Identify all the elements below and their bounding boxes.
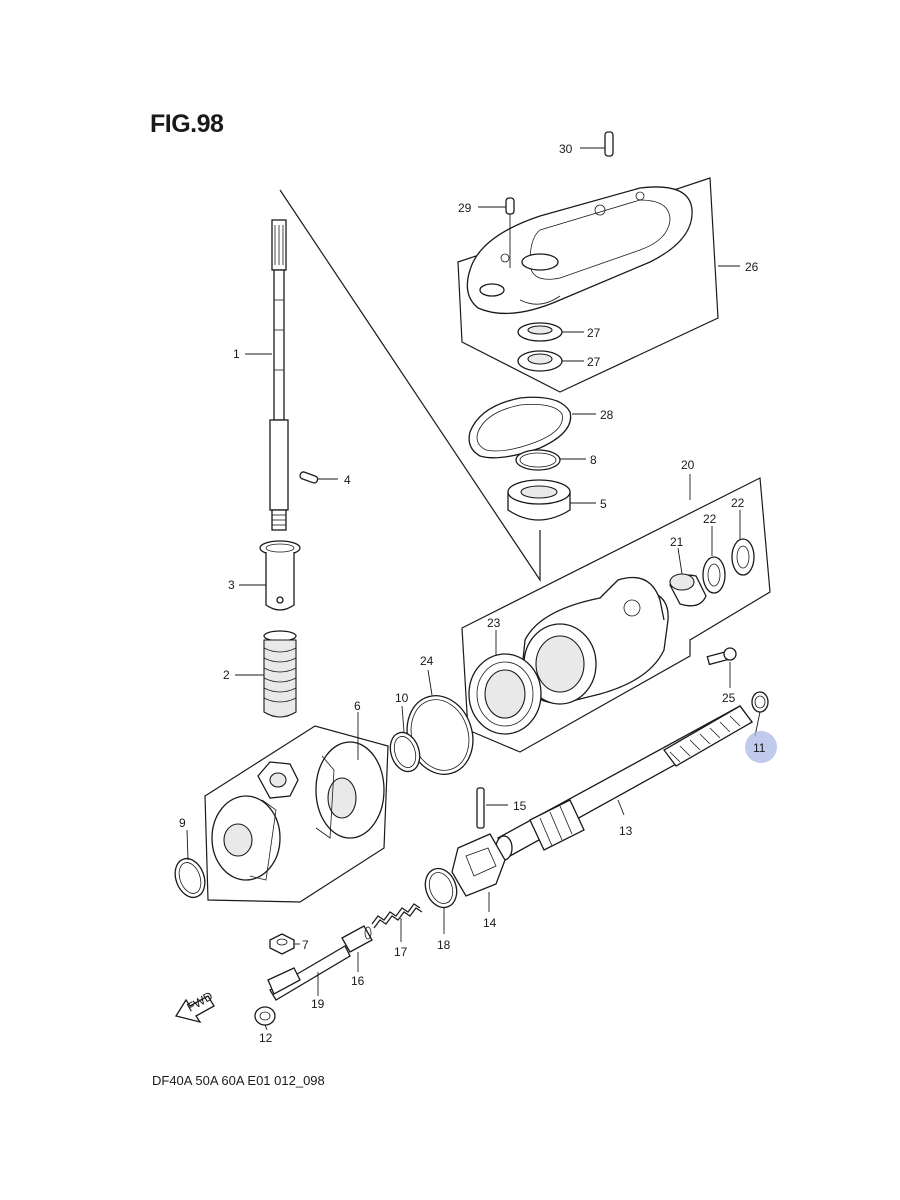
- part-11-snap-ring[interactable]: [751, 691, 769, 713]
- callout-13: 13: [619, 824, 633, 838]
- callout-23: 23: [487, 616, 501, 630]
- part-30-pin[interactable]: [604, 131, 614, 157]
- figure-title: FIG.98: [150, 110, 224, 138]
- callout-2: 2: [223, 668, 230, 682]
- part-29-pin[interactable]: [505, 197, 515, 215]
- callout-30: 30: [559, 142, 573, 156]
- callout-14: 14: [483, 916, 497, 930]
- part-15-pin[interactable]: [476, 787, 485, 829]
- leader-lines: [186, 147, 761, 1031]
- part-3-sleeve[interactable]: [259, 540, 301, 611]
- callout-25: 25: [722, 691, 736, 705]
- callout-15: 15: [513, 799, 527, 813]
- part-17-spring[interactable]: [371, 903, 423, 929]
- callout-24: 24: [420, 654, 434, 668]
- part-27-seal-lower[interactable]: [517, 350, 563, 372]
- callout-20: 20: [681, 458, 695, 472]
- callout-28: 28: [600, 408, 614, 422]
- callout-12: 12: [259, 1031, 273, 1045]
- part-27-seal-upper[interactable]: [517, 322, 563, 342]
- part-13-propeller-shaft[interactable]: [495, 705, 753, 861]
- part-14-clutch-dog[interactable]: [451, 833, 506, 897]
- part-22-seal-outer[interactable]: [731, 538, 755, 576]
- callout-27-lower: 27: [587, 355, 601, 369]
- callout-6: 6: [354, 699, 361, 713]
- part-4-pin[interactable]: [299, 471, 319, 484]
- assembly-pointer-lines: [279, 189, 541, 582]
- part-7-nut[interactable]: [269, 933, 295, 955]
- part-12-washer[interactable]: [254, 1006, 276, 1026]
- part-18-ring[interactable]: [420, 864, 462, 912]
- callout-10: 10: [395, 691, 409, 705]
- part-9-shim[interactable]: [170, 854, 210, 901]
- callout-17: 17: [394, 945, 408, 959]
- callout-1: 1: [233, 347, 240, 361]
- part-28-gasket[interactable]: [468, 396, 572, 459]
- callout-5: 5: [600, 497, 607, 511]
- callout-22-outer: 22: [731, 496, 745, 510]
- figure-code: DF40A 50A 60A E01 012_098: [152, 1073, 325, 1088]
- part-23-bearing[interactable]: [468, 653, 542, 735]
- callout-27-upper: 27: [587, 326, 601, 340]
- part-5-bearing[interactable]: [507, 479, 571, 521]
- callout-8: 8: [590, 453, 597, 467]
- part-16-slider[interactable]: [341, 925, 373, 953]
- callout-21: 21: [670, 535, 684, 549]
- part-1-drive-shaft[interactable]: [269, 219, 289, 531]
- callout-4: 4: [344, 473, 351, 487]
- part-22-seal-inner[interactable]: [702, 556, 726, 594]
- highlight-marker: [745, 731, 777, 763]
- callout-18: 18: [437, 938, 451, 952]
- part-21-needle-bearing[interactable]: [669, 573, 707, 607]
- part-19-plunger[interactable]: [267, 945, 351, 1001]
- part-8-o-ring[interactable]: [515, 449, 561, 471]
- callout-26: 26: [745, 260, 759, 274]
- callout-9: 9: [179, 816, 186, 830]
- housing-assembly-20[interactable]: [461, 477, 771, 753]
- callout-7: 7: [302, 938, 309, 952]
- callout-11: 11: [753, 741, 766, 755]
- part-25-bolt[interactable]: [706, 647, 737, 666]
- gear-assembly-6[interactable]: [204, 725, 389, 903]
- callout-3: 3: [228, 578, 235, 592]
- callout-16: 16: [351, 974, 365, 988]
- housing-assembly-26[interactable]: [457, 177, 719, 393]
- fwd-arrow-icon: FWD: [174, 989, 215, 1024]
- callout-22-inner: 22: [703, 512, 717, 526]
- part-2-boot[interactable]: [263, 630, 297, 718]
- callout-19: 19: [311, 997, 325, 1011]
- part-10-ring[interactable]: [386, 729, 425, 776]
- callout-labels: 30 29 26 27 27 28 8 5 20 21 22 22 23 24 …: [179, 142, 766, 1045]
- callout-29: 29: [458, 201, 472, 215]
